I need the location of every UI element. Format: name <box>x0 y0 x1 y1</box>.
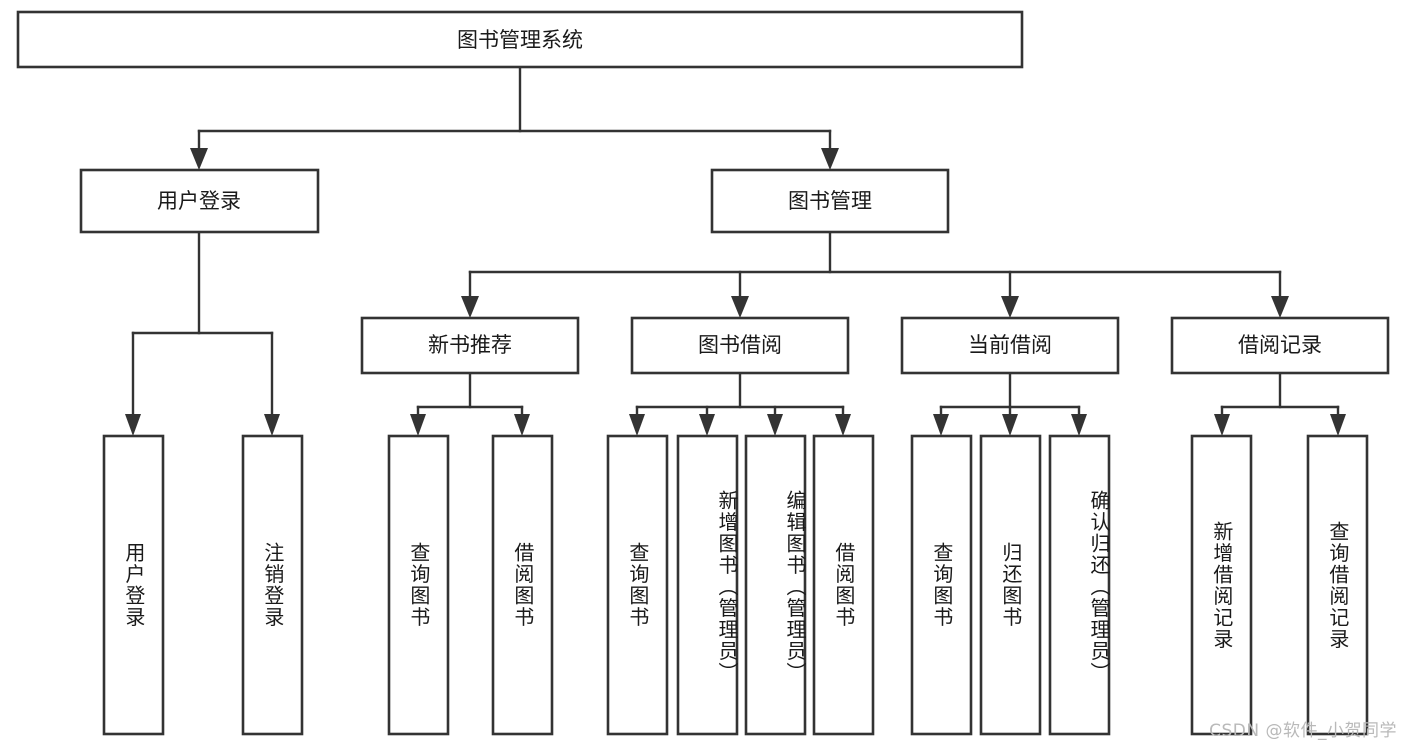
arrow-head-leaf-logout-login <box>264 414 280 436</box>
connectors-root-to-level2 <box>190 65 839 170</box>
node-user-login[interactable]: 用户登录 <box>79 168 320 234</box>
leaf-confirm-return-admin-box[interactable] <box>1048 434 1111 736</box>
arrow-head-leaf-borrow-book <box>835 414 851 436</box>
connectors-book-manage-to-level3 <box>461 230 1289 318</box>
node-borrow-record-box[interactable] <box>1170 316 1390 375</box>
arrow-head-leaf-add-borrow-record <box>1214 414 1230 436</box>
connectors-user-login-to-leaves <box>125 230 280 436</box>
leaf-edit-book-admin-box[interactable] <box>744 434 807 736</box>
leaf-logout-login-box[interactable] <box>241 434 304 736</box>
leaf-user-login-box[interactable] <box>102 434 165 736</box>
node-book-manage-box[interactable] <box>710 168 950 234</box>
node-root-label: 图书管理系统 <box>457 28 583 52</box>
leaf-query-book-borrow-box[interactable] <box>606 434 669 736</box>
node-user-login-label: 用户登录 <box>157 189 241 213</box>
node-new-book-recommend[interactable]: 新书推荐 <box>360 316 580 375</box>
node-user-login-box[interactable] <box>79 168 320 234</box>
node-current-borrow[interactable]: 当前借阅 <box>900 316 1120 375</box>
node-borrow-record[interactable]: 借阅记录 <box>1170 316 1390 375</box>
connectors-borrow-record-to-leaves <box>1214 371 1346 436</box>
arrow-head-user-login <box>190 148 208 170</box>
node-root[interactable]: 图书管理系统 <box>16 10 1024 69</box>
arrow-head-current-borrow <box>1001 296 1019 318</box>
connectors-new-book-recommend-to-leaves <box>410 371 530 436</box>
leaf-return-book-box[interactable] <box>979 434 1042 736</box>
leaf-add-borrow-record-box[interactable] <box>1190 434 1253 736</box>
arrow-head-leaf-return-book <box>1002 414 1018 436</box>
arrow-head-leaf-edit-book-admin <box>767 414 783 436</box>
leaf-boxes <box>102 434 1369 736</box>
leaf-query-book-current-box[interactable] <box>910 434 973 736</box>
arrow-head-book-borrow <box>731 296 749 318</box>
node-root-box[interactable] <box>16 10 1024 69</box>
node-current-borrow-label: 当前借阅 <box>968 333 1052 357</box>
arrow-head-new-book-recommend <box>461 296 479 318</box>
leaf-add-book-admin-box[interactable] <box>676 434 739 736</box>
connectors-current-borrow-to-leaves <box>933 371 1087 436</box>
connectors-book-borrow-to-leaves <box>629 371 851 436</box>
arrow-head-leaf-add-book-admin <box>699 414 715 436</box>
leaf-borrow-book-recommend-box[interactable] <box>491 434 554 736</box>
node-book-borrow-label: 图书借阅 <box>698 333 782 357</box>
node-new-book-recommend-label: 新书推荐 <box>428 333 512 357</box>
arrow-head-leaf-query-book-current <box>933 414 949 436</box>
node-book-manage[interactable]: 图书管理 <box>710 168 950 234</box>
arrow-head-leaf-query-book-recommend <box>410 414 426 436</box>
csdn-watermark: CSDN @软件_小贺同学 <box>1209 721 1397 741</box>
leaf-borrow-book-box[interactable] <box>812 434 875 736</box>
arrow-head-leaf-query-borrow-record <box>1330 414 1346 436</box>
node-borrow-record-label: 借阅记录 <box>1238 333 1322 357</box>
arrow-head-borrow-record <box>1271 296 1289 318</box>
node-book-manage-label: 图书管理 <box>788 189 872 213</box>
arrow-head-leaf-query-book-borrow <box>629 414 645 436</box>
node-book-borrow-box[interactable] <box>630 316 850 375</box>
node-current-borrow-box[interactable] <box>900 316 1120 375</box>
node-new-book-recommend-box[interactable] <box>360 316 580 375</box>
arrow-head-book-manage <box>821 148 839 170</box>
node-book-borrow[interactable]: 图书借阅 <box>630 316 850 375</box>
arrow-head-leaf-confirm-return-admin <box>1071 414 1087 436</box>
arrow-head-leaf-borrow-book-recommend <box>514 414 530 436</box>
leaf-query-borrow-record-box[interactable] <box>1306 434 1369 736</box>
arrow-head-leaf-user-login <box>125 414 141 436</box>
leaf-query-book-recommend-box[interactable] <box>387 434 450 736</box>
